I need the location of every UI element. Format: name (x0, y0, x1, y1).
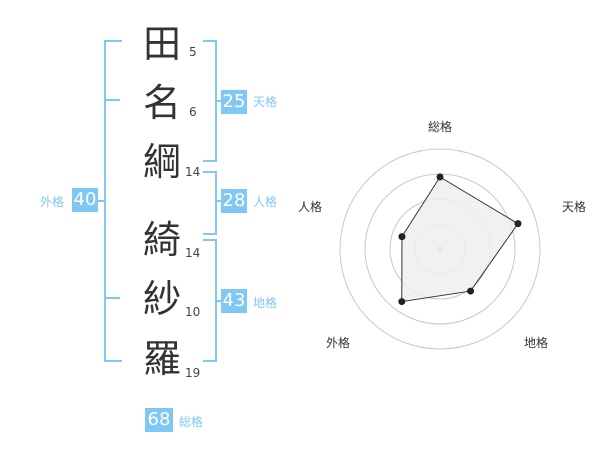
gaikaku-connector (96, 200, 106, 202)
stroke-count-3: 14 (185, 165, 201, 179)
stroke-count-6: 19 (185, 366, 201, 380)
stroke-count-5: 10 (185, 305, 201, 319)
gaikaku-bracket-tick (104, 99, 120, 101)
gaikaku-bracket-tick (104, 297, 120, 299)
gaikaku-badge: 40 (72, 188, 98, 212)
radar-point (467, 287, 475, 295)
name-char-6: 羅 (143, 337, 182, 381)
radar-axis-label: 外格 (326, 335, 350, 350)
chikaku-connector (215, 300, 223, 302)
radar-point (514, 220, 522, 228)
chikaku-badge: 43 (221, 289, 247, 313)
name-char-1: 田 (143, 22, 182, 66)
name-char-2: 名 (143, 81, 182, 125)
radar-area (401, 176, 519, 303)
jinkaku-bracket (203, 171, 217, 235)
jinkaku-connector (215, 200, 223, 202)
name-char-5: 紗 (143, 277, 182, 321)
radar-axis-label: 地格 (524, 335, 548, 350)
radar-point (436, 173, 444, 181)
radar-axis-label: 総格 (428, 119, 452, 134)
stroke-count-4: 14 (185, 246, 201, 260)
tenkaku-connector (215, 100, 223, 102)
tenkaku-badge: 25 (221, 90, 247, 114)
jinkaku-label: 人格 (253, 195, 278, 209)
stroke-count-2: 6 (189, 105, 197, 119)
jinkaku-badge: 28 (221, 189, 247, 213)
gaikaku-label: 外格 (40, 195, 65, 209)
chikaku-label: 地格 (253, 296, 278, 310)
tenkaku-label: 天格 (253, 95, 278, 109)
radar-point (398, 233, 406, 241)
stroke-count-1: 5 (189, 45, 197, 59)
radar-axis-label: 人格 (298, 199, 322, 214)
soukaku-badge: 68 (145, 408, 173, 432)
name-char-4: 綺 (143, 218, 182, 262)
radar-ring (339, 148, 541, 350)
radar-axis-label: 天格 (562, 199, 586, 214)
radar-point (398, 298, 406, 306)
name-char-3: 綱 (143, 140, 182, 184)
soukaku-label: 総格 (179, 415, 204, 429)
